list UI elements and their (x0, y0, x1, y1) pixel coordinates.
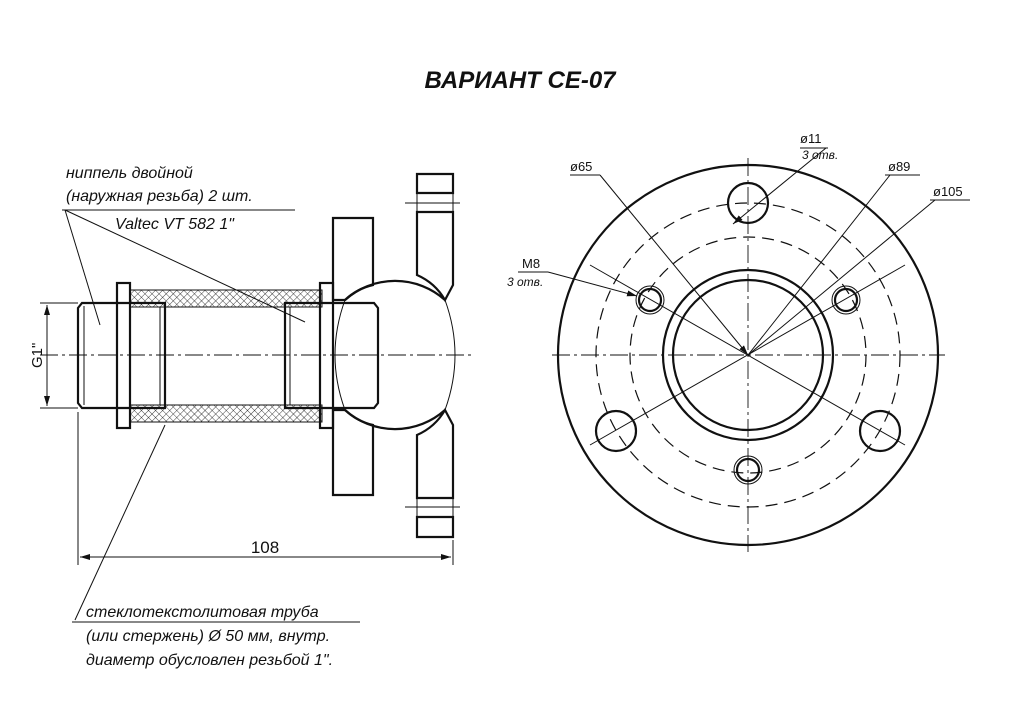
m8-circle (629, 236, 867, 474)
d11-count: 3 отв. (802, 148, 838, 162)
side-view: G1" 108 ниппель двойной (наружная резьба… (29, 165, 475, 669)
d65-label: ø65 (570, 159, 592, 174)
front-view: ø11 3 отв. ø65 ø89 ø105 M8 3 отв. (507, 131, 970, 552)
d89-label: ø89 (888, 159, 910, 174)
drawing-title: ВАРИАНТ CE-07 (424, 67, 617, 94)
nipple-note-2: (наружная резьба) 2 шт. (66, 188, 253, 205)
m8-label: M8 (522, 256, 540, 271)
leader-line (74, 424, 166, 621)
tube-note-1: стеклотекстолитовая труба (86, 604, 319, 621)
d105-label: ø105 (933, 184, 963, 199)
length-dim-label: 108 (251, 538, 279, 557)
flange-1-top (331, 216, 375, 302)
tube-wall-top (129, 289, 323, 308)
left-nipple (76, 301, 167, 410)
pipe-inner-circle (671, 278, 825, 432)
nipple-note-3: Valtec VT 582 1" (115, 216, 235, 233)
bolt-circle (595, 202, 901, 508)
flange-outer-circle (556, 163, 940, 547)
m8-count: 3 отв. (507, 275, 543, 289)
mounting-holes (594, 181, 902, 453)
leader-line (64, 209, 101, 326)
tube-note-3: диаметр обусловлен резьбой 1". (86, 652, 333, 669)
thread-dim-label: G1" (29, 343, 46, 368)
leader-line (64, 209, 306, 323)
pipe-outer-circle (661, 268, 835, 442)
right-nipple-hex (318, 281, 335, 430)
ball-top (344, 279, 446, 301)
left-nipple-hex (115, 281, 132, 430)
right-nipple (283, 301, 380, 410)
tube-note-2: (или стержень) Ø 50 мм, внутр. (86, 628, 330, 645)
flange-2-bottom (415, 407, 455, 500)
flange-2-top (415, 210, 455, 303)
ball-bottom (344, 409, 446, 431)
m8-holes (635, 285, 861, 485)
nipple-note-1: ниппель двойной (66, 165, 193, 182)
d11-label: ø11 (800, 131, 821, 146)
